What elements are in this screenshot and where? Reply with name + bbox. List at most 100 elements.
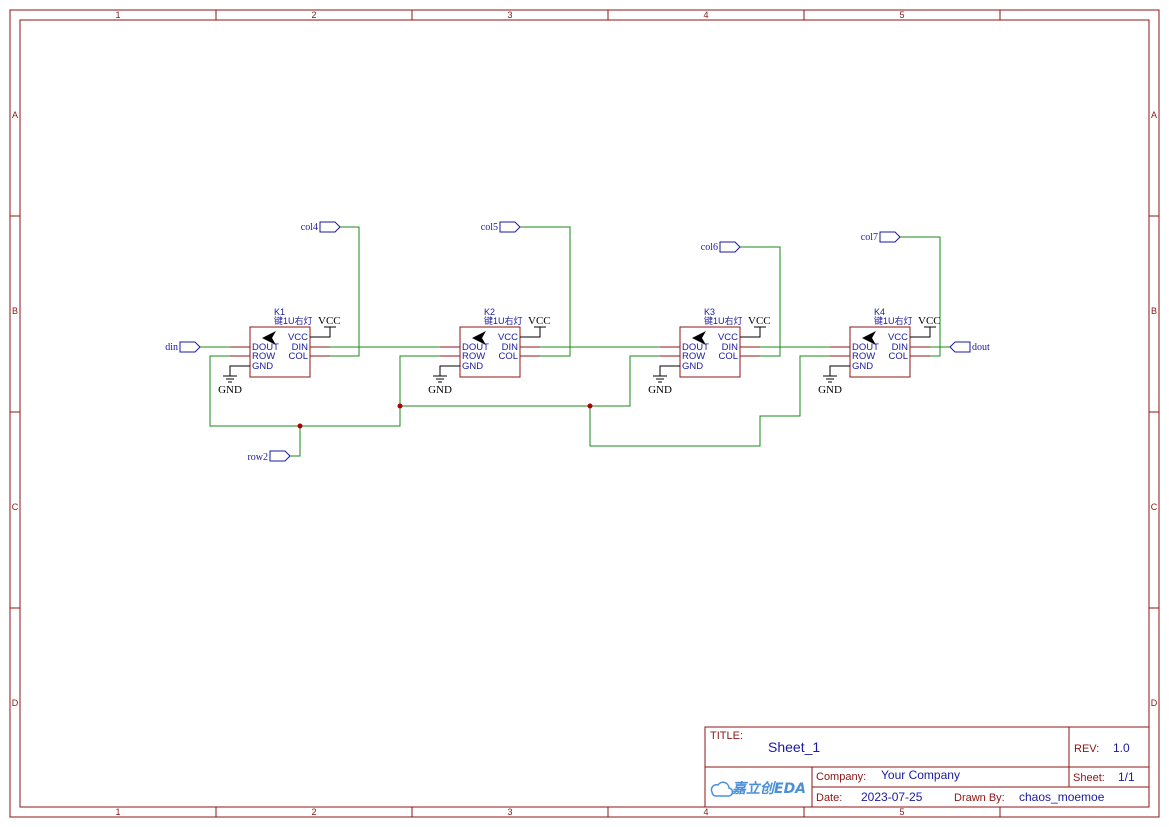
key-arrow-icon (472, 331, 486, 345)
date-value[interactable]: 2023-07-25 (861, 790, 923, 804)
net-port-label: col5 (481, 222, 498, 233)
wire-col7 (900, 236, 941, 357)
wire-row-k2 (399, 355, 660, 407)
pin-label: DOUT (852, 342, 879, 353)
company-label: Company: (816, 771, 866, 783)
gnd-label: GND (218, 384, 242, 396)
key-arrow-icon (692, 331, 706, 345)
pin-label: GND (682, 361, 703, 372)
wire-col5 (520, 226, 571, 357)
pin-label: GND (852, 361, 873, 372)
value-label: 键1U右灯 (484, 315, 523, 326)
key-arrow-icon (862, 331, 876, 345)
component-k3[interactable]: K3 键1U右灯 DOUT ROW GND VCC DIN COL VCC GN… (648, 307, 771, 396)
designator-label: K1 (274, 307, 285, 317)
col-zone-label-bottom-5: 5 (899, 807, 904, 817)
pin-label: ROW (252, 351, 275, 362)
net-port-col4[interactable]: col4 (301, 221, 341, 233)
row-zone-label-right-b: B (1151, 306, 1157, 316)
wire-row-k4 (589, 355, 830, 447)
title-label: TITLE: (710, 730, 743, 742)
col-zone-label-top-5: 5 (899, 10, 904, 20)
drawn-by-label: Drawn By: (954, 792, 1005, 804)
vcc-symbol (910, 327, 931, 338)
value-label: 键1U右灯 (274, 315, 313, 326)
value-label: 键1U右灯 (874, 315, 913, 326)
net-port-row2[interactable]: row2 (247, 450, 291, 463)
col-zone-label-bottom-2: 2 (311, 807, 316, 817)
pin-label: DIN (892, 342, 909, 353)
pin-label: VCC (288, 332, 308, 343)
row-zone-dividers (10, 215, 1159, 609)
component-body (679, 326, 741, 378)
wire-row2 (290, 426, 301, 457)
gnd-symbol (659, 365, 680, 376)
date-label: Date: (816, 792, 842, 804)
row-zone-labels: A B C D A B C D (12, 110, 1158, 708)
row-zone-label-right-d: D (1151, 698, 1158, 708)
column-zone-dividers (215, 10, 1001, 817)
sheet-title[interactable]: Sheet_1 (768, 739, 820, 755)
row-zone-label-left-a: A (12, 110, 18, 120)
vcc-label: VCC (318, 315, 341, 327)
vcc-symbol (520, 327, 541, 338)
component-body (849, 326, 911, 378)
row-zone-label-left-d: D (12, 698, 19, 708)
wire-row-k1 (209, 355, 401, 427)
component-body (459, 326, 521, 378)
component-body (249, 326, 311, 378)
junctions (297, 403, 593, 429)
net-port-col6[interactable]: col6 (701, 241, 741, 253)
pin-label: COL (718, 351, 738, 362)
pin-label: VCC (888, 332, 908, 343)
company-value[interactable]: Your Company (881, 768, 960, 782)
wire-col6 (740, 246, 781, 357)
pin-label: GND (252, 361, 273, 372)
pin-label: VCC (718, 332, 738, 343)
col-zone-label-bottom-3: 3 (507, 807, 512, 817)
net-port-label: col4 (301, 222, 318, 233)
outer-frame (9, 9, 1160, 818)
net-port-label: din (165, 342, 178, 353)
row-zone-label-right-c: C (1151, 502, 1158, 512)
row-zone-label-left-b: B (12, 306, 18, 316)
net-port-label: row2 (247, 452, 268, 463)
pin-label: DOUT (462, 342, 489, 353)
key-arrow-icon (262, 331, 276, 345)
pin-label: ROW (852, 351, 875, 362)
col-zone-label-top-1: 1 (115, 10, 120, 20)
vcc-symbol (310, 327, 331, 338)
value-label: 键1U右灯 (704, 315, 743, 326)
col-zone-label-top-4: 4 (703, 10, 708, 20)
row-zone-label-left-c: C (12, 502, 19, 512)
column-zone-labels: 1 2 3 4 5 1 2 3 4 5 (115, 10, 904, 817)
gnd-label: GND (648, 384, 672, 396)
component-k1[interactable]: K1 键1U右灯 DOUT ROW GND VCC DIN COL VCC GN… (218, 307, 341, 396)
pin-label: ROW (462, 351, 485, 362)
net-port-label: dout (972, 342, 990, 353)
drawn-by-value[interactable]: chaos_moemoe (1019, 790, 1105, 804)
vcc-label: VCC (528, 315, 551, 327)
gnd-symbol (439, 365, 460, 376)
gnd-symbol (829, 365, 850, 376)
logo-text: 嘉立创EDA (731, 780, 806, 797)
component-k4[interactable]: K4 键1U右灯 DOUT ROW GND VCC DIN COL VCC GN… (818, 307, 941, 396)
sheet-value[interactable]: 1/1 (1118, 770, 1135, 784)
inner-frame (19, 19, 1150, 808)
row-zone-label-right-a: A (1151, 110, 1157, 120)
pin-label: DIN (502, 342, 519, 353)
pin-label: COL (498, 351, 518, 362)
net-port-col5[interactable]: col5 (481, 221, 521, 233)
net-port-col7[interactable]: col7 (861, 231, 901, 243)
pin-label: VCC (498, 332, 518, 343)
component-k2[interactable]: K2 键1U右灯 DOUT ROW GND VCC DIN COL VCC GN… (428, 307, 551, 396)
pin-label: COL (288, 351, 308, 362)
net-port-din[interactable]: din (165, 341, 201, 353)
rev-value[interactable]: 1.0 (1113, 741, 1130, 755)
net-port-dout[interactable]: dout (949, 341, 990, 353)
col-zone-label-top-3: 3 (507, 10, 512, 20)
net-port-label: col6 (701, 242, 718, 253)
vcc-symbol (740, 327, 761, 338)
junction-dot (587, 403, 593, 409)
